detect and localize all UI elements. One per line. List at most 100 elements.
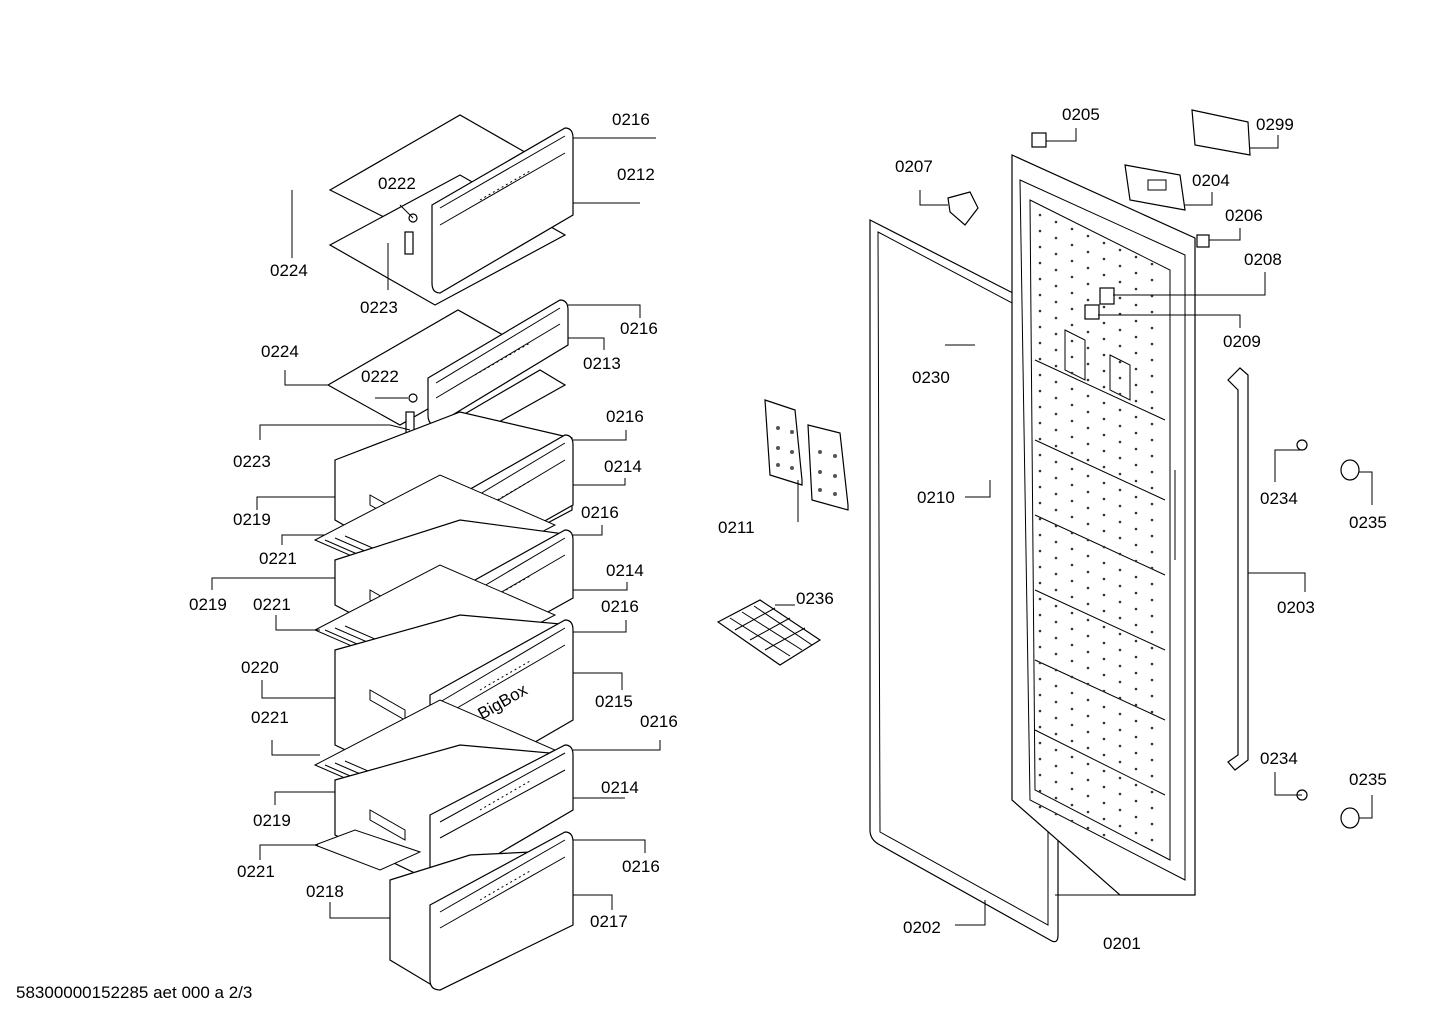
panel-dot xyxy=(1102,785,1106,789)
panel-dot xyxy=(1070,563,1074,567)
callout-0221-b: 0221 xyxy=(253,595,291,614)
panel-dot xyxy=(1118,728,1122,732)
panel-dot xyxy=(1118,440,1122,444)
panel-dot xyxy=(1054,636,1058,640)
panel-dot xyxy=(1086,330,1090,334)
panel-dot xyxy=(1038,501,1042,505)
panel-dot xyxy=(1150,662,1154,666)
panel-dot xyxy=(1038,389,1042,393)
panel-dot xyxy=(1086,474,1090,478)
panel-dot xyxy=(1070,739,1074,743)
panel-dot xyxy=(1150,566,1154,570)
panel-dot xyxy=(1086,442,1090,446)
panel-dot xyxy=(1150,774,1154,778)
panel-dot xyxy=(1086,394,1090,398)
panel-dot xyxy=(1102,305,1106,309)
panel-dot xyxy=(1102,353,1106,357)
panel-dot xyxy=(1150,374,1154,378)
panel-dot xyxy=(1070,531,1074,535)
callout-0216-b: 0216 xyxy=(620,319,658,338)
panel-dot xyxy=(1118,632,1122,636)
hinge-part-0205 xyxy=(1031,132,1047,148)
door-handle xyxy=(1227,367,1249,771)
top-cover-0204 xyxy=(1124,164,1186,211)
panel-dot xyxy=(1054,524,1058,528)
panel-dot xyxy=(1054,684,1058,688)
callout-0213: 0213 xyxy=(583,354,621,373)
panel-dot xyxy=(1070,643,1074,647)
panel-dot xyxy=(1038,661,1042,665)
panel-dot xyxy=(1038,453,1042,457)
panel-dot xyxy=(1070,227,1074,231)
panel-dot xyxy=(1086,810,1090,814)
panel-dot xyxy=(1070,803,1074,807)
callout-0214-c: 0214 xyxy=(601,778,639,797)
panel-dot xyxy=(1070,339,1074,343)
panel-dot xyxy=(1086,378,1090,382)
panel-dot xyxy=(1102,737,1106,741)
callout-0219-c: 0219 xyxy=(253,811,291,830)
callout-0221-a: 0221 xyxy=(259,549,297,568)
ice-cube-tray xyxy=(716,599,822,666)
panel-dot xyxy=(1054,220,1058,224)
panel-dot xyxy=(1054,348,1058,352)
panel-dot xyxy=(1070,547,1074,551)
panel-dot xyxy=(1054,748,1058,752)
panel-dot xyxy=(1086,490,1090,494)
panel-dot xyxy=(1134,287,1138,291)
callout-0220: 0220 xyxy=(241,658,279,677)
panel-dot xyxy=(1086,282,1090,286)
callout-labels: 0216 0212 0222 0224 0223 0216 0213 0224 … xyxy=(189,105,1387,953)
panel-dot xyxy=(1070,291,1074,295)
panel-dot xyxy=(1134,415,1138,419)
callout-0299: 0299 xyxy=(1256,115,1294,134)
panel-dot xyxy=(1086,666,1090,670)
panel-dot xyxy=(1038,229,1042,233)
panel-dot xyxy=(1086,762,1090,766)
panel-dot xyxy=(1070,707,1074,711)
panel-dot xyxy=(1150,838,1154,842)
panel-dot xyxy=(1118,600,1122,604)
panel-dot xyxy=(1054,492,1058,496)
panel-dot xyxy=(1086,250,1090,254)
panel-dot xyxy=(1102,497,1106,501)
panel-dot xyxy=(1086,234,1090,238)
panel-dot xyxy=(1038,533,1042,537)
panel-dot xyxy=(1102,673,1106,677)
panel-dot xyxy=(1102,593,1106,597)
panel-dot xyxy=(1038,245,1042,249)
panel-dot xyxy=(1038,293,1042,297)
screw-0234-top xyxy=(1296,439,1308,451)
callout-0236: 0236 xyxy=(796,589,834,608)
panel-dot xyxy=(1150,358,1154,362)
panel-dot xyxy=(1150,742,1154,746)
panel-dot xyxy=(1038,677,1042,681)
callout-0234-a: 0234 xyxy=(1260,489,1298,508)
panel-dot xyxy=(1086,410,1090,414)
callout-0216-d: 0216 xyxy=(581,503,619,522)
callout-0214-a: 0214 xyxy=(604,457,642,476)
panel-dot xyxy=(1070,483,1074,487)
panel-dot xyxy=(1054,412,1058,416)
panel-dot xyxy=(1038,725,1042,729)
panel-dot xyxy=(1086,458,1090,462)
panel-dot xyxy=(1150,502,1154,506)
panel-dot xyxy=(1118,776,1122,780)
panel-dot xyxy=(1150,790,1154,794)
door-inner-panel xyxy=(1011,154,1196,896)
panel-dot xyxy=(1038,469,1042,473)
panel-dot xyxy=(1102,433,1106,437)
panel-dot xyxy=(1070,403,1074,407)
panel-dot xyxy=(1134,799,1138,803)
panel-dot xyxy=(1134,751,1138,755)
panel-dot xyxy=(1118,824,1122,828)
panel-dot xyxy=(1102,753,1106,757)
panel-dot xyxy=(1054,588,1058,592)
callout-0223-a: 0223 xyxy=(360,298,398,317)
panel-dot xyxy=(1054,380,1058,384)
panel-dot xyxy=(1118,280,1122,284)
panel-dot xyxy=(1038,565,1042,569)
callout-0205: 0205 xyxy=(1062,105,1100,124)
panel-dot xyxy=(1150,438,1154,442)
panel-dot xyxy=(1038,213,1042,217)
